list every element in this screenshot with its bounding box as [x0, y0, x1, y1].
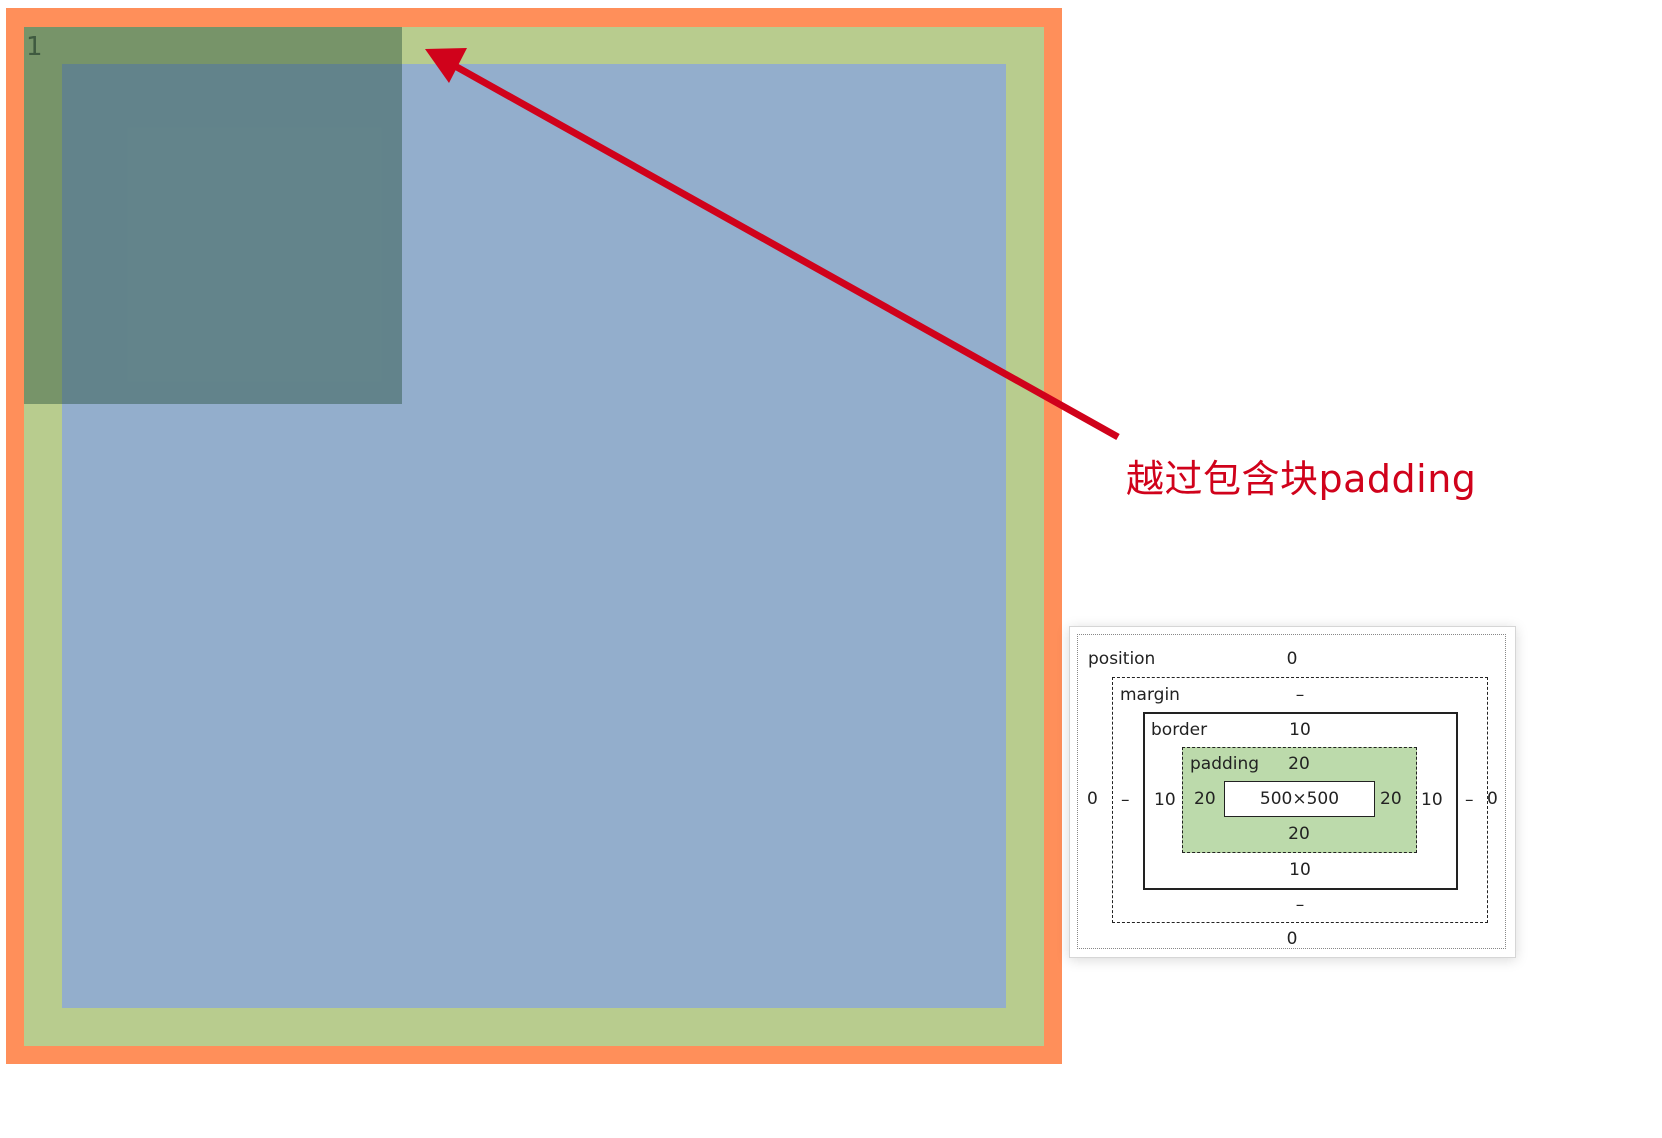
padding-top-value[interactable]: 20 [1288, 754, 1310, 774]
border-label: border [1151, 720, 1208, 740]
padding-left-value[interactable]: 20 [1194, 789, 1216, 809]
box-model-content-layer[interactable]: 500×500 [1224, 781, 1375, 817]
position-top-value[interactable]: 0 [1286, 649, 1298, 669]
position-bottom-value[interactable]: 0 [1286, 929, 1298, 949]
border-top-value[interactable]: 10 [1289, 720, 1311, 740]
annotation-note: 越过包含块padding [1126, 457, 1477, 501]
padding-bottom-value[interactable]: 20 [1288, 824, 1310, 844]
border-right-value[interactable]: 10 [1421, 790, 1443, 810]
box-model-margin-layer: margin – – – – [1112, 677, 1488, 923]
box-model-border-layer: border 10 10 10 10 [1143, 712, 1458, 890]
position-right-value[interactable]: 0 [1487, 789, 1498, 809]
margin-label: margin [1120, 685, 1180, 705]
box-model-panel: position 0 0 0 0 margin – – – – border 1… [1069, 626, 1516, 958]
margin-right-value[interactable]: – [1465, 790, 1474, 810]
child-box-label: 1 [26, 32, 43, 62]
margin-bottom-value[interactable]: – [1295, 895, 1305, 915]
border-bottom-value[interactable]: 10 [1289, 860, 1311, 880]
padding-label: padding [1190, 754, 1260, 774]
position-label: position [1088, 649, 1156, 669]
margin-top-value[interactable]: – [1295, 685, 1305, 705]
padding-right-value[interactable]: 20 [1380, 789, 1402, 809]
absolute-child-box [24, 27, 402, 404]
box-model-position-layer: position 0 0 0 0 margin – – – – border 1… [1077, 634, 1506, 949]
border-left-value[interactable]: 10 [1154, 790, 1176, 810]
position-left-value[interactable]: 0 [1087, 789, 1098, 809]
margin-left-value[interactable]: – [1121, 790, 1130, 810]
content-size-value[interactable]: 500×500 [1259, 789, 1340, 809]
